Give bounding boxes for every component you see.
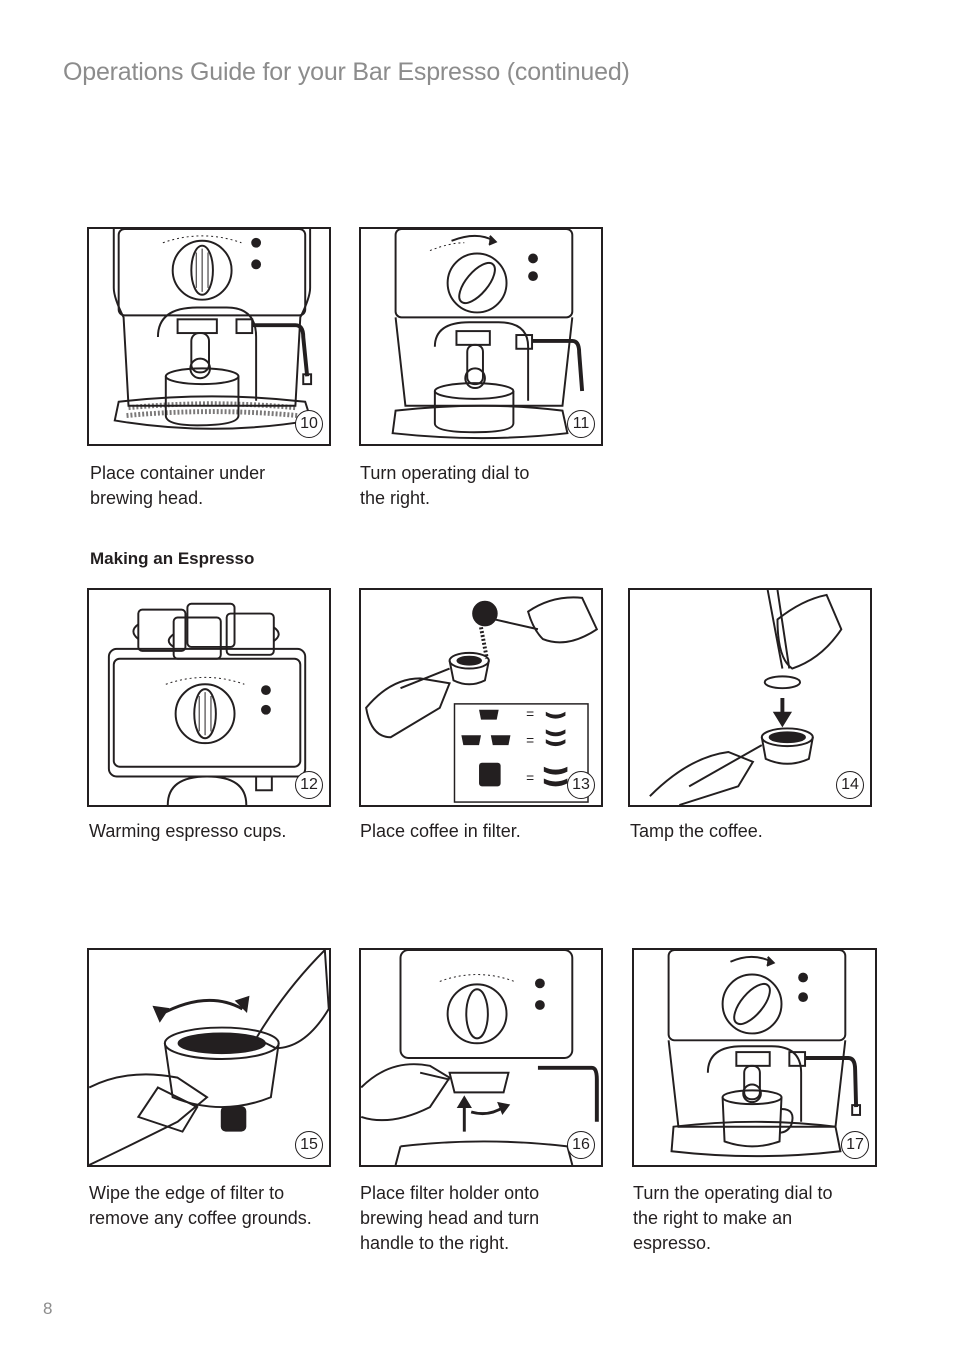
step-15-illustration: 15 [87, 948, 331, 1167]
step-number-badge: 14 [836, 771, 864, 799]
dose-equals-sign: = [526, 770, 534, 785]
caption-line: Place filter holder onto [360, 1181, 539, 1206]
step-10-illustration: 10 [87, 227, 331, 446]
step-14-caption: Tamp the coffee. [630, 819, 763, 844]
step-17-illustration: 17 [632, 948, 877, 1167]
caption-line: Tamp the coffee. [630, 819, 763, 844]
caption-line: Turn the operating dial to [633, 1181, 832, 1206]
caption-line: the right to make an [633, 1206, 832, 1231]
step-15-caption: Wipe the edge of filter to remove any co… [89, 1181, 312, 1231]
step-number-badge: 11 [567, 410, 595, 438]
scoop-coffee-illustration: = = = [361, 590, 601, 805]
step-number-badge: 16 [567, 1131, 595, 1159]
insert-filter-illustration [361, 950, 601, 1165]
caption-line: Place container under [90, 461, 265, 486]
step-14-illustration: 14 [628, 588, 872, 807]
brew-espresso-illustration [634, 950, 875, 1165]
step-13-illustration: = = = 13 [359, 588, 603, 807]
step-13-caption: Place coffee in filter. [360, 819, 521, 844]
dose-equals-sign: = [526, 707, 534, 722]
step-12-caption: Warming espresso cups. [89, 819, 286, 844]
page-number: 8 [43, 1299, 52, 1319]
wipe-filter-illustration [89, 950, 329, 1165]
step-number-badge: 17 [841, 1131, 869, 1159]
caption-line: brewing head. [90, 486, 265, 511]
tamp-coffee-illustration [630, 590, 870, 805]
caption-line: handle to the right. [360, 1231, 539, 1256]
caption-line: espresso. [633, 1231, 832, 1256]
caption-line: Turn operating dial to [360, 461, 529, 486]
machine-with-container-illustration [89, 229, 329, 444]
caption-line: Warming espresso cups. [89, 819, 286, 844]
section-heading: Making an Espresso [90, 549, 254, 569]
caption-line: Place coffee in filter. [360, 819, 521, 844]
machine-dial-turn-illustration [361, 229, 601, 444]
step-11-illustration: 11 [359, 227, 603, 446]
step-16-illustration: 16 [359, 948, 603, 1167]
step-number-badge: 15 [295, 1131, 323, 1159]
dose-equals-sign: = [526, 733, 534, 748]
caption-line: remove any coffee grounds. [89, 1206, 312, 1231]
step-10-caption: Place container under brewing head. [90, 461, 265, 511]
caption-line: Wipe the edge of filter to [89, 1181, 312, 1206]
step-11-caption: Turn operating dial to the right. [360, 461, 529, 511]
caption-line: the right. [360, 486, 529, 511]
step-16-caption: Place filter holder onto brewing head an… [360, 1181, 539, 1256]
page-title: Operations Guide for your Bar Espresso (… [63, 58, 630, 87]
cups-on-machine-illustration [89, 590, 329, 805]
step-number-badge: 10 [295, 410, 323, 438]
step-17-caption: Turn the operating dial to the right to … [633, 1181, 832, 1256]
caption-line: brewing head and turn [360, 1206, 539, 1231]
step-number-badge: 13 [567, 771, 595, 799]
step-12-illustration: 12 [87, 588, 331, 807]
step-number-badge: 12 [295, 771, 323, 799]
